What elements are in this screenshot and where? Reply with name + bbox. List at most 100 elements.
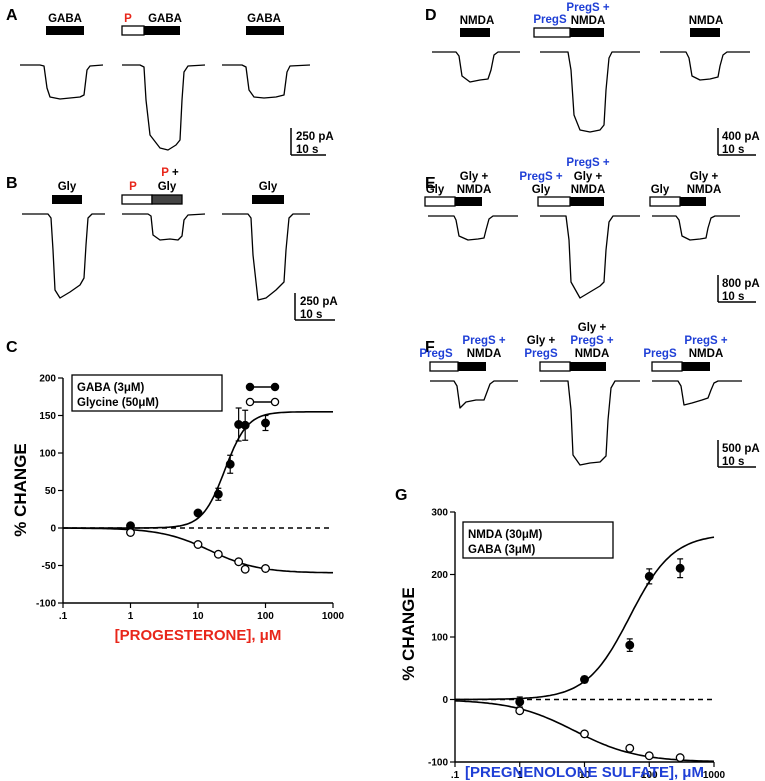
label-nmda: NMDA [467,348,502,360]
data-point-filled [644,571,654,581]
data-point-filled [580,675,589,684]
panel-letter-a: A [6,7,18,24]
x-tick-label: 100 [257,611,274,622]
data-point-filled [675,563,685,573]
x-axis-label: [PREGNENOLONE SULFATE], μM [465,764,704,781]
x-axis-label: [PROGESTERONE], μM [115,627,282,644]
legend-label: GABA (3μM) [468,544,535,556]
y-tick-label: 200 [39,374,56,385]
glycine-preapplication-bar [424,196,456,207]
label-p: P [129,181,137,193]
label-nmda: NMDA [689,348,724,360]
glycine-plus-nmda-bar [680,197,706,206]
panel-letter-b: B [6,175,18,192]
pregs-preapplication-bar [651,361,683,372]
label-pregs: PregS [419,348,453,360]
data-point-open [193,540,203,549]
y-tick-label: 50 [45,486,57,497]
legend-label: Glycine (50μM) [77,397,159,409]
data-point-filled [261,418,270,428]
glycine-plus-nmda-bar [455,197,482,206]
scale-time: 10 s [722,144,744,156]
label-gly-plus: Gly + [460,171,489,183]
x-tick-label: 10 [192,611,204,622]
data-point-open [675,753,685,763]
pregs-plus-nmda-bar [682,362,710,371]
pregs-plus-nmda-bar [458,362,486,371]
x-tick-label: .1 [451,770,460,781]
data-point-open [240,564,250,574]
glycine-application-bar [252,195,284,204]
label-pregs: PregS [524,348,558,360]
legend-label: NMDA (30μM) [468,529,542,541]
current-trace [428,215,518,241]
data-point-filled [213,489,223,499]
y-axis-label: % CHANGE [399,587,418,681]
label-nmda: NMDA [571,184,606,196]
legend-label: GABA (3μM) [77,382,144,394]
legend-marker [270,397,280,407]
label-p-plus-p: P [161,167,169,179]
label-gly: Gly [532,184,551,196]
gly-pregs-preapplication-bar [539,361,571,372]
data-point-open [580,729,589,739]
scale-current: 250 pA [296,131,334,143]
panel-f: F PregS PregS + NMDA Gly + PregS Gly + P… [419,322,759,468]
gly-pregs-nmda-bar [570,362,606,371]
data-point-open [261,564,270,573]
x-tick-label: 10 [579,770,591,781]
scale-current: 400 pA [722,131,760,143]
legend-marker [245,397,255,407]
x-tick-label: 1000 [703,770,726,781]
current-trace [22,213,105,299]
y-tick-label: 0 [50,524,56,535]
current-trace [540,215,640,299]
panel-letter-e: E [425,175,436,192]
y-tick-label: 300 [431,508,448,519]
x-tick-label: 1 [517,770,523,781]
y-tick-label: -100 [428,758,448,769]
current-trace [652,380,742,406]
label-gaba: GABA [48,13,82,25]
label-gly-plus: Gly + [574,171,603,183]
pregs-gly-nmda-bar [570,197,604,206]
current-trace [222,213,310,301]
y-tick-label: 100 [39,449,56,460]
label-pregs-plus: PregS + [519,171,562,183]
legend-box [71,374,223,412]
label-gly: Gly [426,184,445,196]
y-tick-label: 0 [442,695,448,706]
current-trace [660,51,750,81]
current-trace [20,64,104,100]
y-axis-label: % CHANGE [11,443,30,537]
data-point-open [625,743,635,753]
label-gly-plus: Gly + [527,335,556,347]
pregs-preapplication-bar [429,361,459,372]
scale-current: 250 pA [300,296,338,308]
legend-marker [270,382,280,392]
label-pregs-plus: PregS + [566,2,609,14]
x-tick-label: 100 [641,770,658,781]
gaba-application-bar [46,26,84,35]
data-point-open [213,549,223,559]
data-point-open [644,751,654,761]
current-trace [652,215,740,241]
label-nmda: NMDA [689,15,724,27]
label-gaba: GABA [247,13,281,25]
label-gly: Gly [651,184,670,196]
scale-time: 10 s [296,144,318,156]
data-point-filled [193,508,203,518]
label-gly-plus: Gly + [690,171,719,183]
current-trace [540,51,640,133]
label-gaba: GABA [148,13,182,25]
y-tick-label: 100 [431,633,448,644]
panel-a: A GABA P GABA GABA 250 pA 10 s [6,7,334,156]
glycine-preapplication-bar [649,196,681,207]
y-tick-label: 150 [39,411,56,422]
label-nmda: NMDA [460,15,495,27]
data-point-open [126,528,135,537]
nmda-plus-pregs-bar [570,28,604,37]
current-trace [222,64,311,99]
